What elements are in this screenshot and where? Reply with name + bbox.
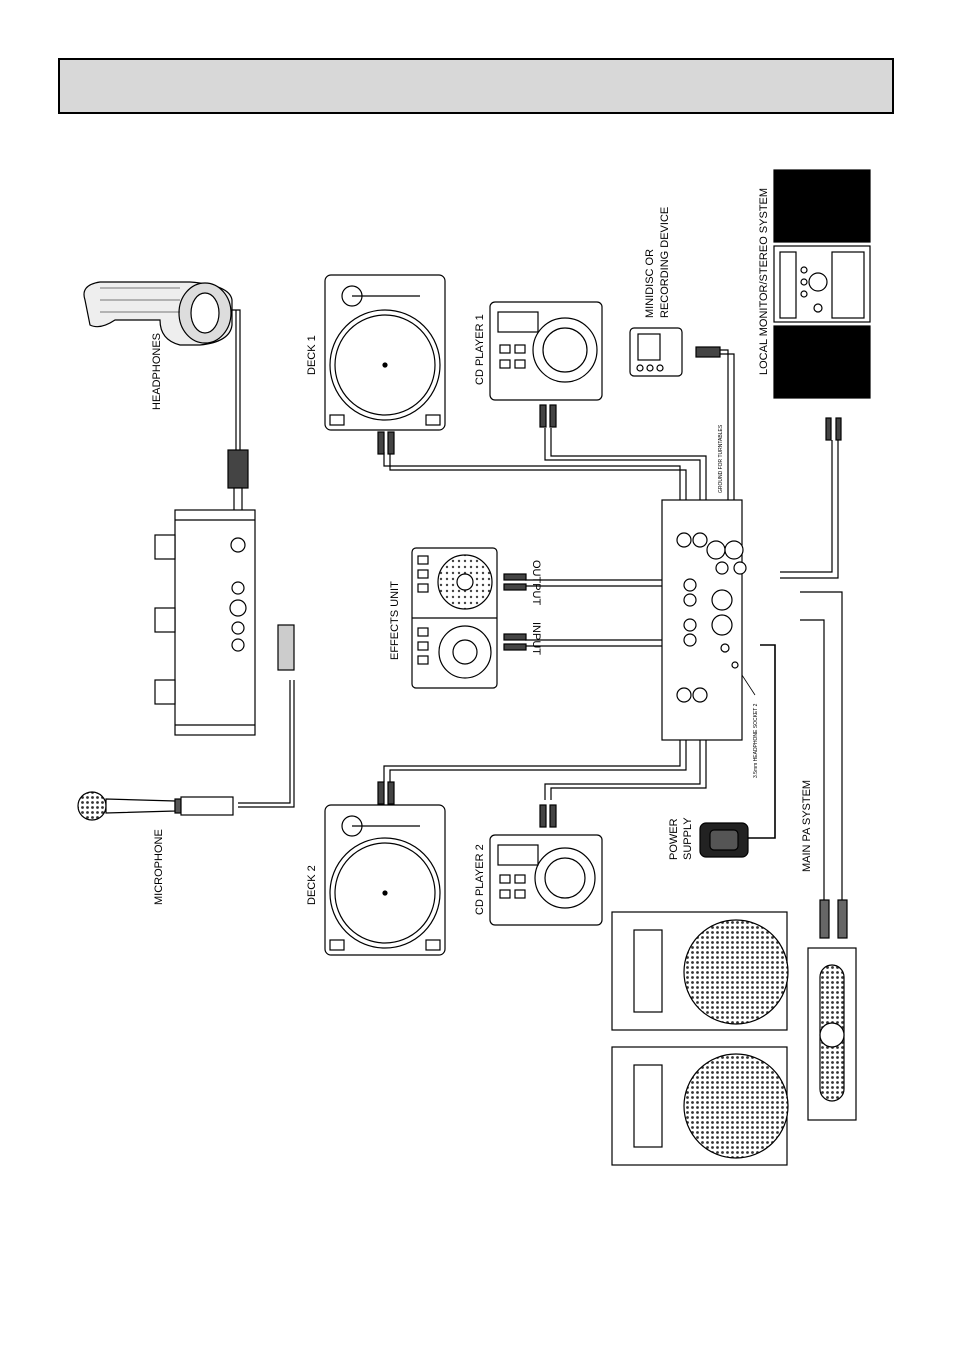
deck1-illustration — [325, 275, 445, 454]
power-supply-illustration — [700, 823, 748, 857]
cd-player2-illustration — [490, 805, 602, 925]
effects-unit-illustration — [412, 548, 526, 688]
label-ground: GROUND FOR TURNTABLES — [718, 424, 724, 493]
speaker-cabinets — [612, 912, 788, 1165]
microphone-illustration — [78, 792, 233, 820]
pa-amplifier-illustration — [808, 900, 856, 1120]
label-deck2: DECK 2 — [306, 865, 318, 905]
label-effects-unit: EFFECTS UNIT — [389, 581, 401, 660]
label-headphones: HEADPHONES — [151, 333, 163, 410]
label-deck1: DECK 1 — [306, 335, 318, 375]
label-power-2: SUPPLY — [682, 817, 694, 860]
headphones-illustration — [84, 282, 248, 512]
minidisc-illustration — [630, 328, 720, 376]
mixer-rear-panel — [662, 500, 746, 740]
stereo-system-illustration — [774, 170, 870, 440]
label-microphone: MICROPHONE — [153, 829, 165, 905]
label-main-pa: MAIN PA SYSTEM — [801, 780, 813, 872]
label-minidisc-2: RECORDING DEVICE — [659, 207, 671, 318]
label-headphone-socket: 3.5mm HEADPHONE SOCKET 2 — [753, 703, 759, 778]
label-power-1: POWER — [668, 818, 680, 860]
label-output: OUTPUT — [530, 560, 542, 606]
label-cd2: CD PLAYER 2 — [474, 844, 486, 915]
mixer-side-view — [155, 510, 294, 735]
deck2-illustration — [325, 782, 445, 955]
label-cd1: CD PLAYER 1 — [474, 314, 486, 385]
cd-player1-illustration — [490, 302, 602, 427]
label-input: INPUT — [530, 622, 542, 655]
label-local-monitor: LOCAL MONITOR/STEREO SYSTEM — [758, 188, 770, 375]
label-minidisc-1: MINIDISC OR — [644, 249, 656, 318]
